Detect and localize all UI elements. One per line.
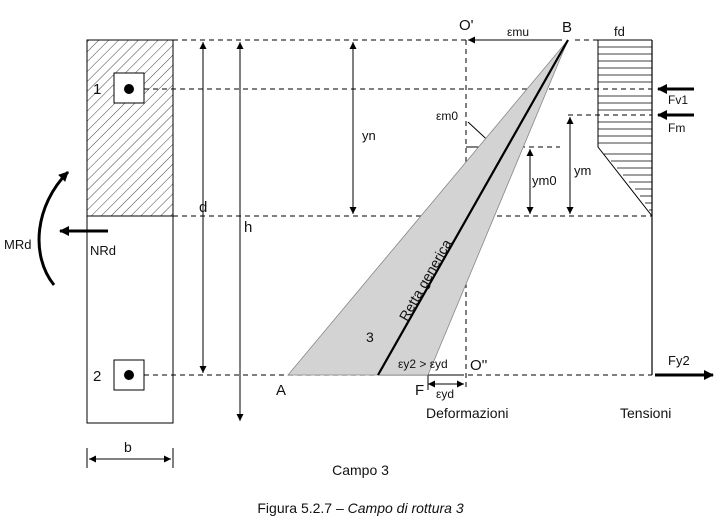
caption-title: Campo di rottura 3 xyxy=(347,500,464,516)
label-F: F xyxy=(415,382,424,399)
label-F-y2: Fy2 xyxy=(668,353,690,368)
label-d: d xyxy=(199,199,207,216)
label-ym: ym xyxy=(574,163,591,178)
label-tensioni: Tensioni xyxy=(620,405,671,421)
caption-prefix: Figura 5.2.7 – xyxy=(257,500,348,516)
label-h: h xyxy=(244,219,252,236)
label-fd: fd xyxy=(614,24,625,39)
label-N-Rd: NRd xyxy=(90,243,116,258)
label-eps-mu: εmu xyxy=(507,25,529,39)
label-O-dblprime: O'' xyxy=(470,357,488,374)
label-A: A xyxy=(276,382,286,399)
figure-caption: Figura 5.2.7 – Campo di rottura 3 xyxy=(0,500,721,516)
stress-block-outline xyxy=(597,39,653,217)
label-eps-condition: εy2 > εyd xyxy=(398,357,448,371)
label-eps-yd: εyd xyxy=(436,387,454,401)
rebar-2-dot xyxy=(124,370,134,380)
strain-region xyxy=(287,39,569,376)
compressed-zone-hatch xyxy=(87,40,173,216)
label-F-m: Fm xyxy=(668,121,685,135)
stress-block-hatch xyxy=(598,46,652,211)
label-F-v1: Fv1 xyxy=(668,93,688,107)
strain-diagram xyxy=(287,39,569,376)
cross-section xyxy=(86,39,174,424)
label-eps-m0: εm0 xyxy=(436,109,458,123)
label-B: B xyxy=(562,19,572,36)
field-title: Campo 3 xyxy=(332,462,389,478)
dimensions xyxy=(86,36,574,468)
label-deformazioni: Deformazioni xyxy=(426,405,508,421)
label-b: b xyxy=(124,439,132,455)
rebar-1-dot xyxy=(124,84,134,94)
label-yn: yn xyxy=(362,128,376,143)
label-bar-2: 2 xyxy=(93,368,101,385)
label-O-prime: O' xyxy=(459,17,474,34)
forces xyxy=(37,84,714,380)
label-M-Rd: MRd xyxy=(4,237,31,252)
generic-strain-line xyxy=(377,39,569,376)
label-3: 3 xyxy=(366,329,374,345)
label-bar-1: 1 xyxy=(93,81,101,98)
M-Rd-moment-arrow xyxy=(37,170,70,286)
stress-diagram xyxy=(597,39,653,375)
label-ym0: ym0 xyxy=(532,173,557,188)
